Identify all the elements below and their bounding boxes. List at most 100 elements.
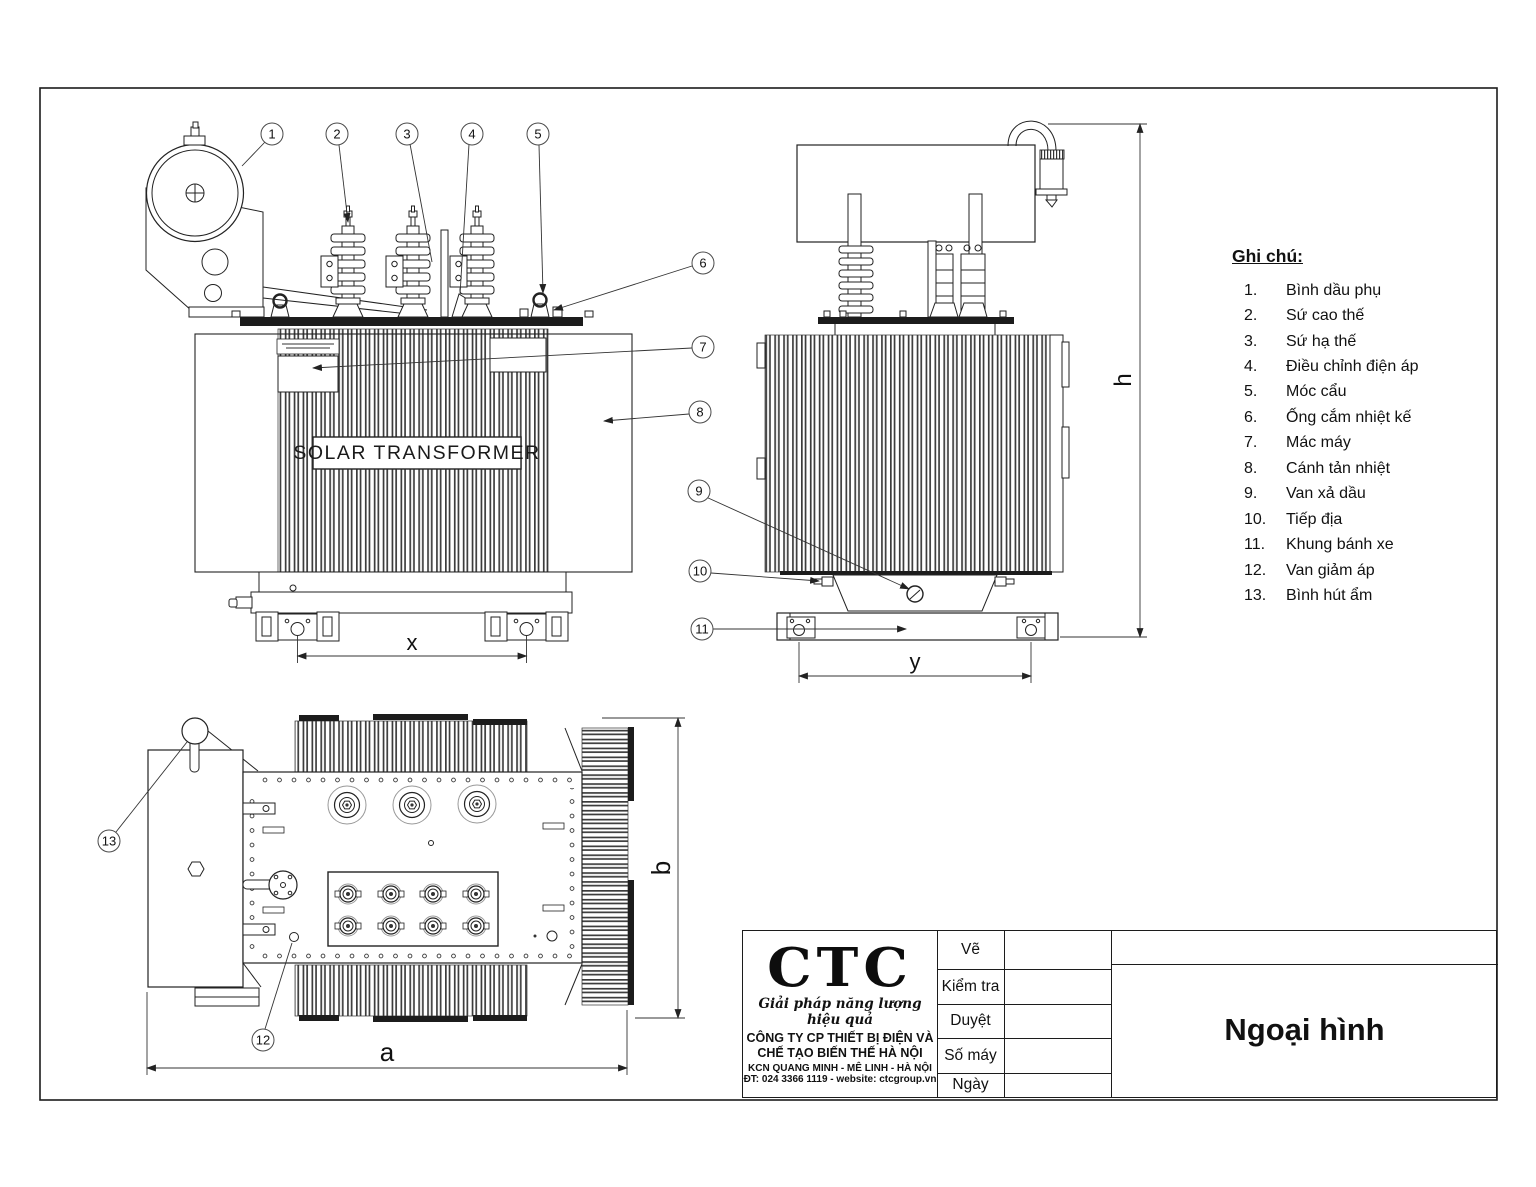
sheet-border [39,87,1498,1101]
legend: Ghi chú: 1.Bình dầu phụ 2.Sứ cao thế 3.S… [1232,246,1494,609]
earthing-bolt-left [821,576,834,587]
callout-12: 12 [251,942,293,1052]
callout-6: 6 [553,251,715,311]
callout-11: 11 [690,617,907,641]
callouts: 1 2 3 4 5 6 7 [97,122,910,1052]
dimension-h: h [1048,123,1147,638]
company-name-line1: CÔNG TY CP THIẾT BỊ ĐIỆN VÀ [746,1031,934,1045]
dimensions: x y h a b [146,123,1147,1075]
lv-bushing-rod [440,229,449,318]
rating-plate [277,355,339,393]
dim-label-b: b [646,861,676,875]
field-label-ve: Vẽ [961,941,980,958]
svg-text:9: 9 [695,484,702,499]
company-slogan: Giải pháp năng lượng hiệu quả [758,996,922,1028]
conservator-tank-side [796,144,1036,243]
base-beam [776,612,1059,641]
radiator-fins-bottom-bank [294,964,528,1017]
dehydrating-breather [1039,158,1064,190]
tap-changer-flange [268,870,298,900]
dimension-a: a [146,992,628,1075]
tank-lid-front [240,317,583,326]
legend-item: 9.Van xả dầu [1244,485,1366,503]
nameplate-text: SOLAR TRANSFORMER [293,442,540,464]
legend-item: 10.Tiếp địa [1244,510,1343,528]
callout-8: 8 [603,400,712,424]
callout-1: 1 [241,122,284,167]
dimension-b: b [602,717,685,1019]
drain-plug-front [228,598,238,608]
front-view: SOLAR TRANSFORMER [145,121,633,642]
callout-9: 9 [687,479,910,590]
warning-label [276,338,340,355]
title-block-divider [937,931,938,1097]
radiator-fins-top-bank [294,720,528,773]
dim-label-a: a [380,1037,395,1067]
svg-text:5: 5 [534,127,541,142]
tank-lid-side [818,317,1014,324]
legend-item: 7.Mác máy [1244,434,1351,452]
dimension-y: y [798,642,1032,683]
field-label-kiemtra: Kiểm tra [941,977,1000,995]
company-name-line2: CHẾ TẠO BIẾN THẾ HÀ NỘI [757,1046,923,1060]
svg-text:10: 10 [693,564,707,579]
svg-text:13: 13 [102,834,116,849]
lid-bolt-col-right [569,788,577,957]
callout-5: 5 [526,122,550,294]
side-view [756,120,1070,641]
svg-text:1: 1 [268,127,275,142]
dim-label-y: y [910,649,921,674]
legend-item: 5.Móc cẩu [1244,383,1347,401]
svg-text:12: 12 [256,1033,270,1048]
company-address: KCN QUANG MINH - MÊ LINH - HÀ NỘI [748,1063,932,1074]
legend-item: 3.Sứ hạ thế [1244,332,1357,350]
hv-bushing-1 [320,205,366,318]
company-block: CTC Giải pháp năng lượng hiệu quả CÔNG T… [743,931,937,1096]
radiator-fins-right-bank [581,727,629,1006]
callout-2: 2 [325,122,351,223]
title-block: CTC Giải pháp năng lượng hiệu quả CÔNG T… [742,930,1498,1098]
field-label-somay: Số máy [944,1046,997,1064]
company-logo: CTC [767,936,913,1000]
legend-items: 1.Bình dầu phụ 2.Sứ cao thế 3.Sứ hạ thế … [1232,278,1494,609]
svg-text:8: 8 [696,405,703,420]
svg-text:11: 11 [695,622,709,637]
lid-bolt-row-top [258,775,576,783]
callout-4: 4 [459,122,484,296]
drawing-title: Ngoại hình [1224,1012,1385,1047]
tank-bottom-band [258,571,567,593]
legend-item: 13.Bình hút ẩm [1244,586,1373,604]
svg-text:2: 2 [333,127,340,142]
legend-item: 4.Điều chỉnh điện áp [1244,358,1419,376]
legend-item: 8.Cánh tản nhiệt [1244,459,1391,477]
svg-text:3: 3 [403,127,410,142]
pressure-relief-valve-top [289,932,299,942]
breather-top [181,717,209,745]
top-view [147,714,634,1022]
nameplate [312,436,522,470]
legend-item: 6.Ống cắm nhiệt kế [1244,408,1412,426]
field-label-duyet: Duyệt [950,1012,991,1029]
lid-bolt-col-left [248,790,256,955]
legend-item: 2.Sứ cao thế [1244,307,1365,325]
lid-bolt-row-bottom [258,953,576,961]
dim-label-x: x [407,630,418,655]
radiator-fins-side [764,334,1051,573]
dim-label-h: h [1110,373,1137,386]
svg-text:6: 6 [699,256,706,271]
side-plate [489,337,547,373]
lifting-lug-left [272,293,288,309]
company-phone: ĐT: 024 3366 1119 - website: ctcgroup.vn [743,1074,937,1085]
earthing-bolt-right [994,576,1007,587]
legend-item: 1.Bình dầu phụ [1244,281,1382,299]
legend-title: Ghi chú: [1232,246,1303,266]
svg-text:4: 4 [468,127,475,142]
legend-item: 12.Van giảm áp [1244,561,1375,579]
svg-text:7: 7 [699,340,706,355]
dimension-x: x [296,630,528,663]
callout-3: 3 [395,122,433,263]
hv-bushing-2 [385,205,431,318]
callout-10: 10 [688,559,820,584]
